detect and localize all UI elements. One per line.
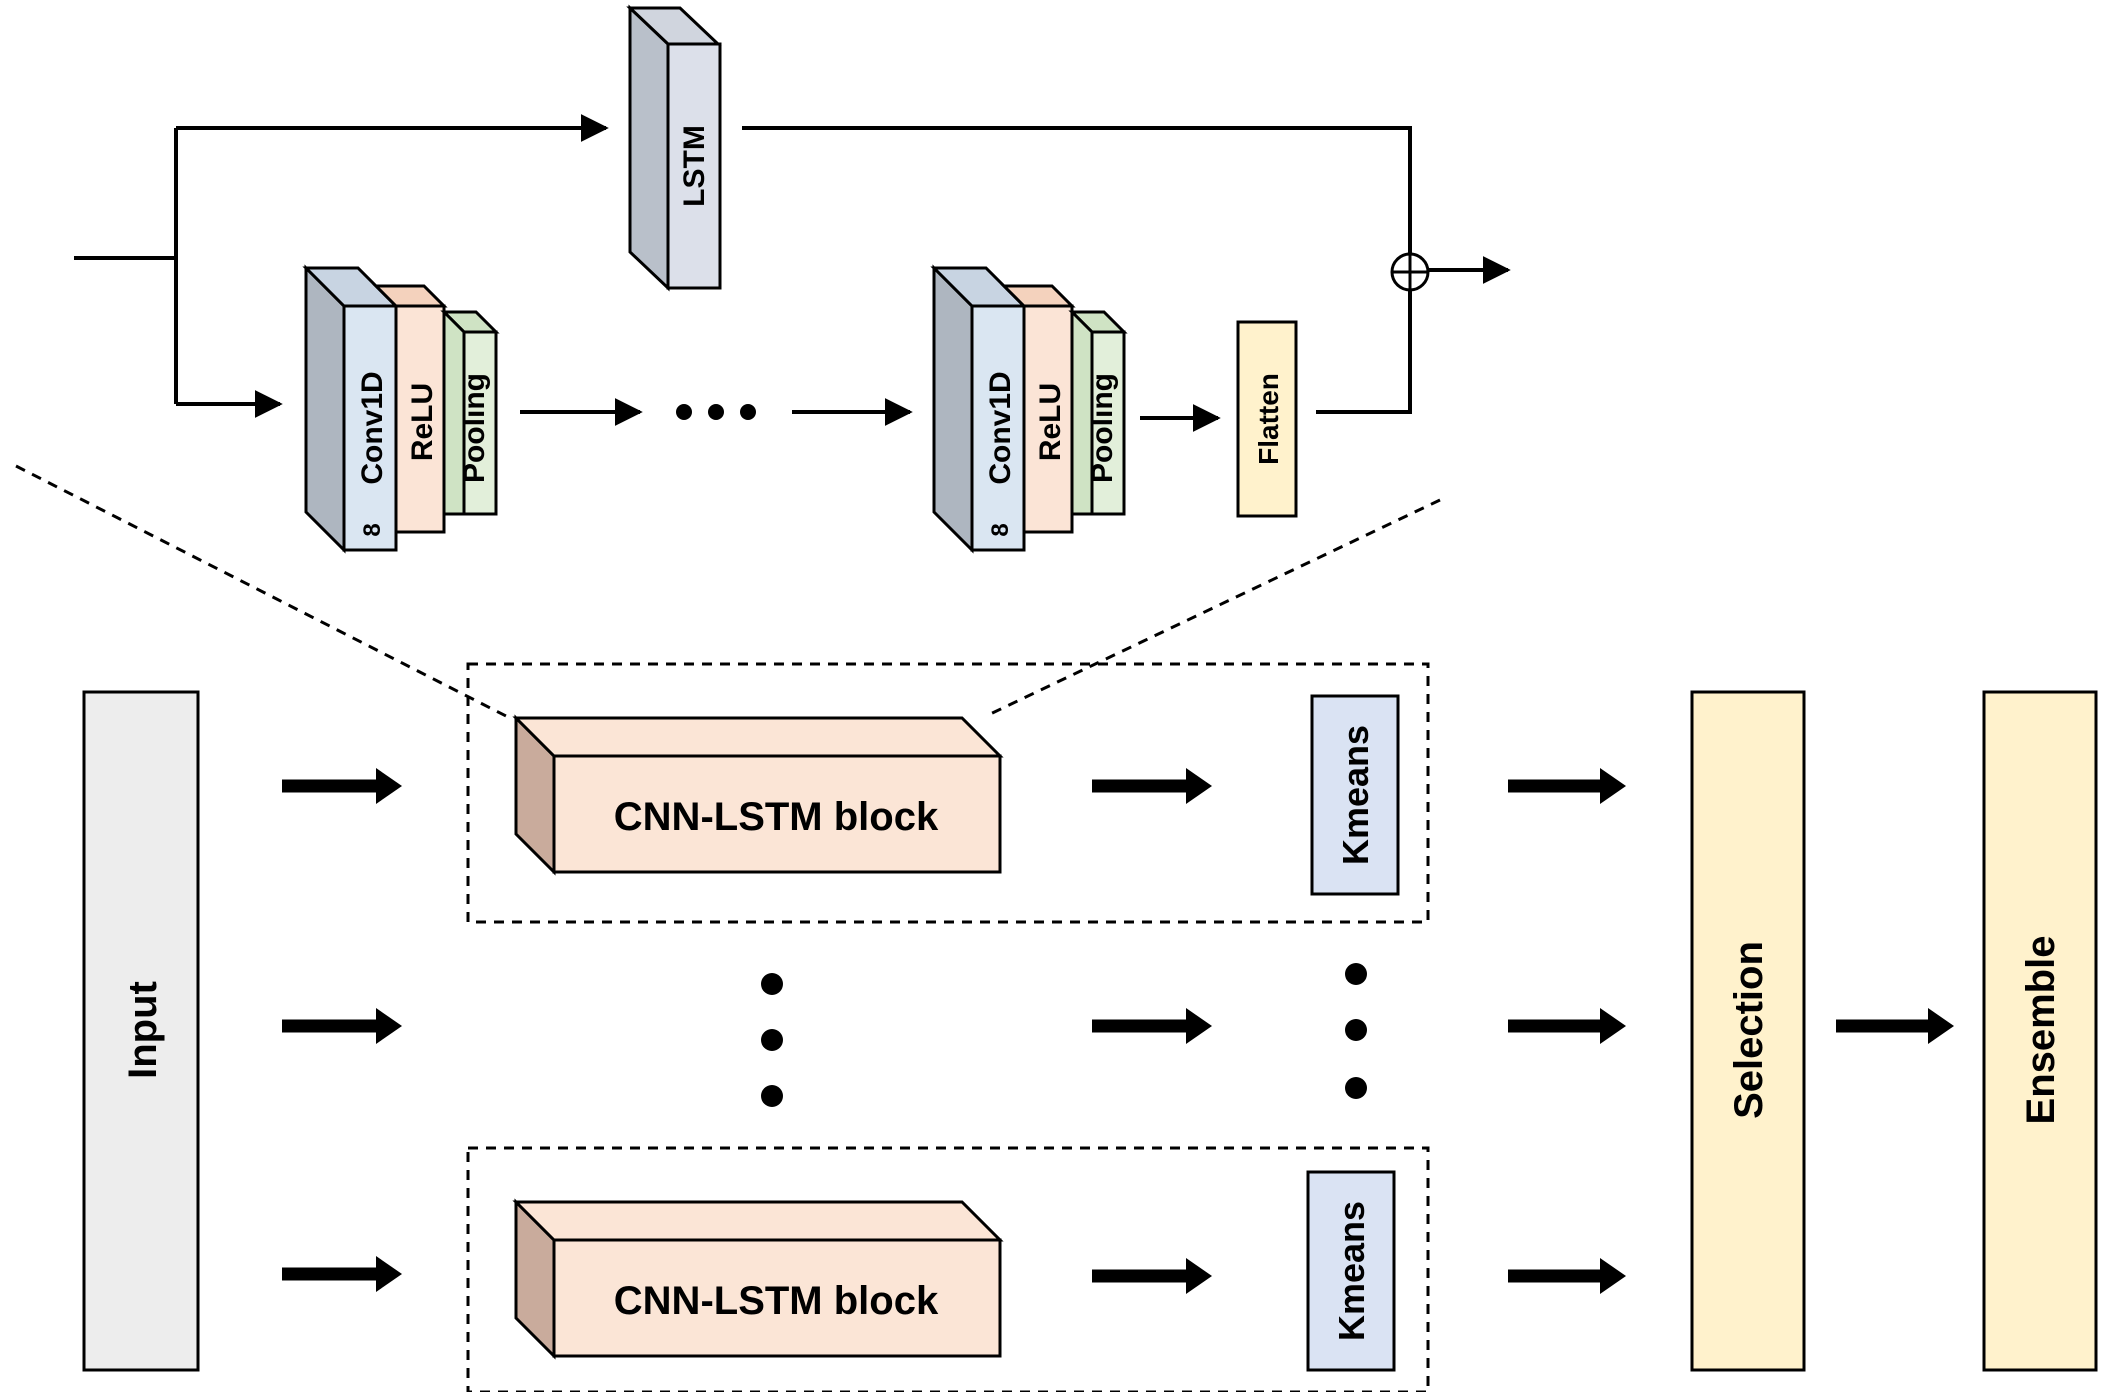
kmeans-label-2: Kmeans: [1331, 1201, 1372, 1341]
input-arrows: [282, 768, 402, 1292]
conv-count-label: 8: [359, 523, 386, 536]
ellipsis-vertical-blocks: [761, 973, 783, 1107]
conv-count-label-2: 8: [987, 523, 1014, 536]
cnn-lstm-block-label-1: CNN-LSTM block: [614, 795, 939, 839]
ensemble-box: Ensemble: [1982, 690, 2098, 1372]
pooling-label: Pooling: [458, 373, 491, 483]
input-line: [74, 128, 178, 404]
middle-arrow: [1092, 1008, 1212, 1044]
cnn-lstm-detail: LSTM Conv1D 8 ReLU Pooling: [74, 4, 1511, 554]
cnn-lstm-block-2: CNN-LSTM block: [512, 1198, 1004, 1360]
sum-node: [1390, 252, 1430, 292]
ellipsis-horizontal: [676, 404, 756, 420]
input-label: Input: [121, 981, 165, 1079]
flatten-output-line: [1316, 290, 1412, 414]
cnn-lstm-block-1: CNN-LSTM block: [512, 714, 1004, 876]
ellipsis-vertical-kmeans: [1345, 963, 1367, 1099]
cnn-lstm-block-label-2: CNN-LSTM block: [614, 1279, 939, 1323]
selection-label: Selection: [1727, 941, 1771, 1119]
kmeans-label-1: Kmeans: [1335, 725, 1376, 865]
cnn-lstm-group-1: CNN-LSTM block Kmeans: [466, 662, 1430, 924]
selection-box: Selection: [1690, 690, 1806, 1372]
conv1d-label: Conv1D: [356, 371, 389, 484]
conv1d-label-2: Conv1D: [984, 371, 1017, 484]
relu-label: ReLU: [406, 383, 439, 461]
flatten-layer: Flatten: [1236, 320, 1298, 518]
pipeline: Input CNN-LSTM block Kmeans: [82, 662, 2098, 1392]
flatten-label: Flatten: [1253, 373, 1284, 465]
conv-stack-2: Conv1D 8 ReLU Pooling: [930, 264, 1128, 554]
conv-stack-1: Conv1D 8 ReLU Pooling: [302, 264, 500, 554]
lstm-layer: LSTM: [626, 4, 722, 292]
kmeans-box-1: Kmeans: [1310, 694, 1400, 896]
pooling-label-2: Pooling: [1086, 373, 1119, 483]
relu-label-2: ReLU: [1034, 383, 1067, 461]
lstm-label: LSTM: [678, 125, 711, 207]
input-box: Input: [82, 690, 200, 1372]
selection-arrows: [1508, 768, 1626, 1294]
cnn-lstm-group-2: CNN-LSTM block Kmeans: [466, 1146, 1430, 1392]
zoom-line-right: [985, 498, 1441, 718]
kmeans-box-2: Kmeans: [1306, 1170, 1396, 1372]
zoom-line-left: [15, 464, 507, 718]
arrow-selection-to-ensemble: [1836, 1008, 1954, 1044]
ensemble-label: Ensemble: [2019, 936, 2063, 1125]
lstm-output-line: [742, 126, 1412, 254]
